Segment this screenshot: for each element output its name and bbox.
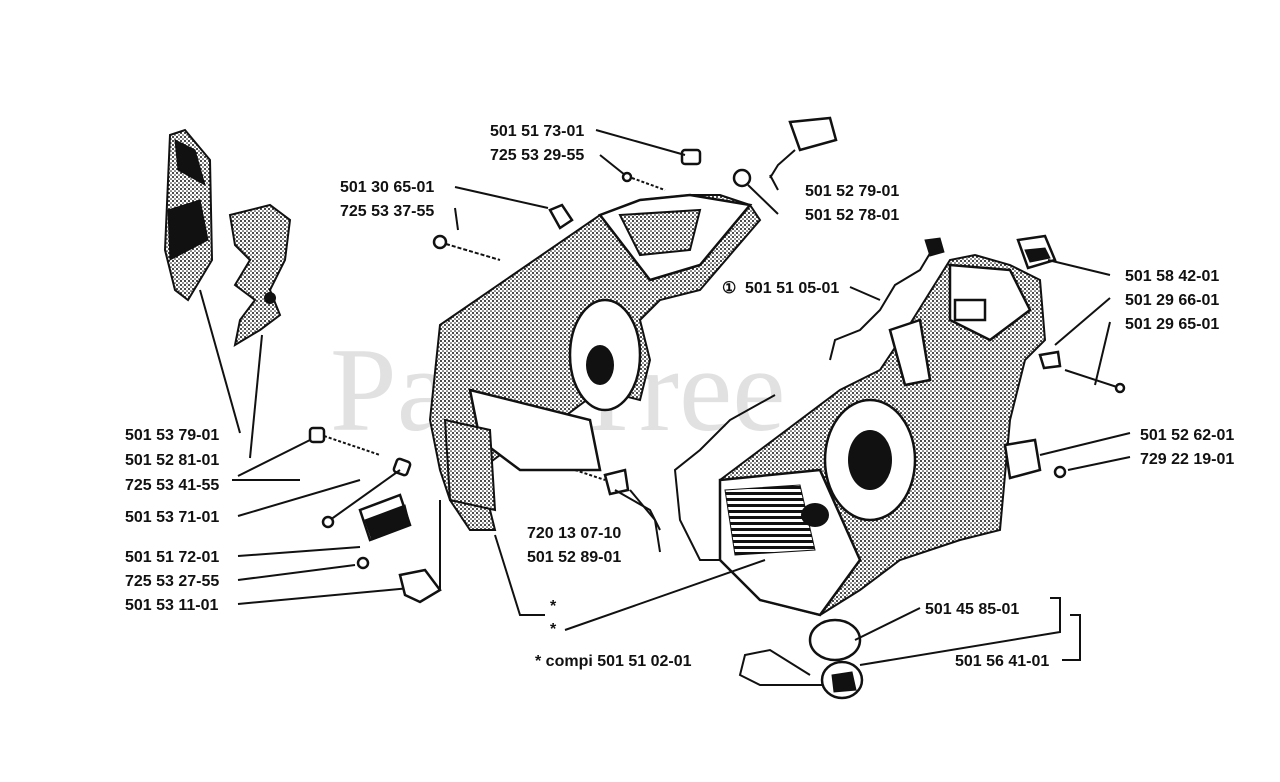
connector-clip: [732, 116, 838, 188]
marker-circle-1: ①: [722, 280, 736, 297]
label-501-56-41-01: 501 56 41-01: [955, 653, 1049, 670]
asterisk-1: *: [550, 598, 557, 615]
wire-harness: [829, 237, 945, 361]
label-501-52-81-01: 501 52 81-01: [125, 452, 219, 469]
top-nut: [621, 148, 702, 191]
crankcase-half-left: [428, 193, 762, 531]
gasket-strip: [673, 394, 776, 561]
leader-lines-main: [454, 129, 1131, 666]
long-bolt-top: [432, 234, 501, 261]
spring-set: [1038, 350, 1126, 394]
label-501-52-62-01: 501 52 62-01: [1140, 427, 1234, 444]
label-501-53-11-01: 501 53 11-01: [125, 597, 219, 614]
label-501-30-65-01: 501 30 65-01: [340, 179, 434, 196]
middle-screw: [574, 468, 630, 496]
label-501-51-73-01: 501 51 73-01: [490, 123, 584, 140]
plug-part: [548, 203, 574, 230]
label-501-51-72-01: 501 51 72-01: [125, 549, 219, 566]
label-501-58-42-01: 501 58 42-01: [1125, 268, 1219, 285]
label-501-53-79-01: 501 53 79-01: [125, 427, 219, 444]
label-725-53-27-55: 725 53 27-55: [125, 573, 219, 590]
label-501-52-79-01: 501 52 79-01: [805, 183, 899, 200]
label-501-51-05-01: 501 51 05-01: [745, 280, 839, 297]
left-bolts: [308, 426, 442, 604]
label-501-29-66-01: 501 29 66-01: [1125, 292, 1219, 309]
label-729-22-19-01: 729 22 19-01: [1140, 451, 1234, 468]
label-725-53-41-55: 725 53 41-55: [125, 477, 219, 494]
side-bracket: [1003, 438, 1067, 480]
label-501-53-71-01: 501 53 71-01: [125, 509, 219, 526]
label-725-53-37-55: 725 53 37-55: [340, 203, 434, 220]
crankcase-half-right: [718, 253, 1047, 617]
rubber-mount: [1016, 234, 1057, 270]
label-501-29-65-01: 501 29 65-01: [1125, 316, 1219, 333]
chain-catcher-bracket: [228, 203, 292, 348]
label-720-13-07-10: 720 13 07-10: [527, 525, 621, 542]
leader-lines-left: [199, 289, 441, 605]
asterisk-2: *: [550, 621, 557, 638]
fuel-cap-assembly: [738, 618, 864, 700]
chain-guard-plate: [163, 128, 214, 302]
note-compi: * compi 501 51 02-01: [535, 653, 692, 670]
label-501-52-89-01: 501 52 89-01: [527, 549, 621, 566]
label-501-45-85-01: 501 45 85-01: [925, 601, 1019, 618]
label-501-52-78-01: 501 52 78-01: [805, 207, 899, 224]
label-725-53-29-55: 725 53 29-55: [490, 147, 584, 164]
